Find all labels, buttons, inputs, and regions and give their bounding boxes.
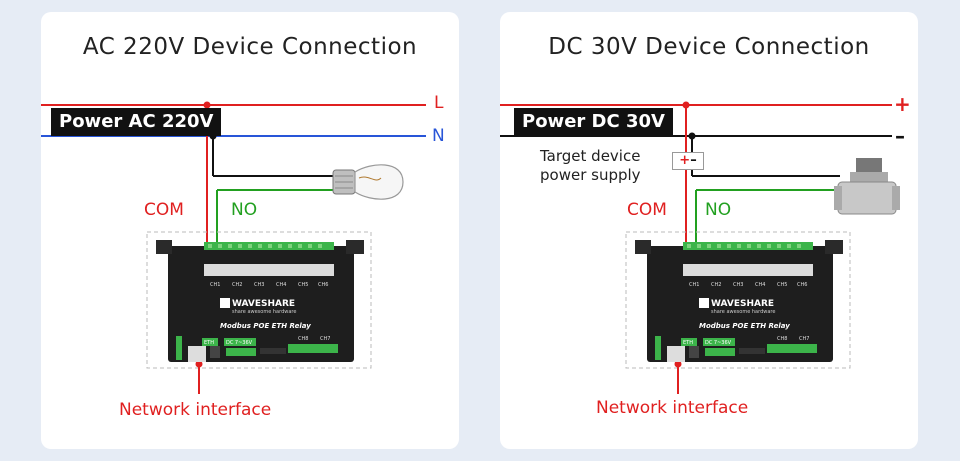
relay-board-graphic: CH1 CH2 CH3 CH4 CH5 CH6 WAVESHARE share … (635, 240, 843, 362)
svg-text:share awesome hardware: share awesome hardware (711, 309, 775, 315)
svg-text:CH8: CH8 (298, 336, 308, 342)
model-name: Modbus POE ETH Relay (699, 322, 790, 330)
no-label: NO (705, 200, 732, 220)
relay-board-graphic: CH1 CH2 CH3 CH4 CH5 CH6 WAVESHARE share … (156, 240, 364, 362)
positive-label: + (894, 92, 911, 116)
live-label: L (434, 93, 444, 113)
relay-board: CH1 CH2 CH3 CH4 CH5 CH6 WAVESHARE share … (627, 232, 851, 366)
channel-labels: CH1 (689, 282, 699, 288)
svg-text:CH2: CH2 (711, 282, 721, 288)
ac-wiring-diagram (41, 101, 426, 394)
svg-text:ETH: ETH (204, 340, 214, 346)
svg-text:CH8: CH8 (777, 336, 787, 342)
svg-text:CH5: CH5 (777, 282, 787, 288)
svg-text:CH4: CH4 (276, 282, 286, 288)
brand-logo: WAVESHARE (232, 299, 295, 309)
neutral-label: N (432, 126, 445, 146)
svg-text:CH6: CH6 (797, 282, 807, 288)
brand-logo: WAVESHARE (711, 299, 774, 309)
svg-text:CH6: CH6 (318, 282, 328, 288)
com-label: COM (627, 200, 667, 220)
target-supply-label: Target device power supply (540, 147, 641, 184)
dc-panel-title: DC 30V Device Connection (548, 34, 870, 60)
negative-label: – (895, 124, 905, 148)
network-interface-label: Network interface (119, 400, 272, 420)
com-label: COM (144, 200, 184, 220)
ac-panel-title: AC 220V Device Connection (82, 34, 418, 60)
ac-power-label: Power AC 220V (51, 108, 222, 136)
svg-text:CH7: CH7 (320, 336, 330, 342)
ac-connection-panel: AC 220V Device Connection Power AC 220 (41, 12, 459, 449)
dc-power-label: Power DC 30V (514, 108, 673, 136)
svg-text:ETH: ETH (683, 340, 693, 346)
svg-text:CH5: CH5 (298, 282, 308, 288)
relay-board: CH1 CH2 CH3 CH4 CH5 CH6 WAVESHARE share … (148, 232, 372, 366)
svg-text:CH3: CH3 (254, 282, 264, 288)
solenoid-valve-icon (834, 158, 900, 215)
no-label: NO (231, 200, 258, 220)
light-bulb-icon (332, 164, 404, 200)
svg-text:CH4: CH4 (755, 282, 765, 288)
network-interface-label: Network interface (596, 398, 749, 418)
svg-text:CH3: CH3 (733, 282, 743, 288)
dc-wiring-diagram (500, 101, 900, 394)
svg-text:CH7: CH7 (799, 336, 809, 342)
channel-labels: CH1 (210, 282, 220, 288)
svg-text:share awesome hardware: share awesome hardware (232, 309, 296, 315)
supply-polarity-box: +– (672, 152, 704, 170)
svg-text:DC 7~36V: DC 7~36V (226, 340, 253, 346)
svg-text:CH2: CH2 (232, 282, 242, 288)
svg-text:DC 7~36V: DC 7~36V (705, 340, 732, 346)
dc-connection-panel: DC 30V Device Connection Power DC 30V + … (500, 12, 918, 449)
model-name: Modbus POE ETH Relay (220, 322, 311, 330)
